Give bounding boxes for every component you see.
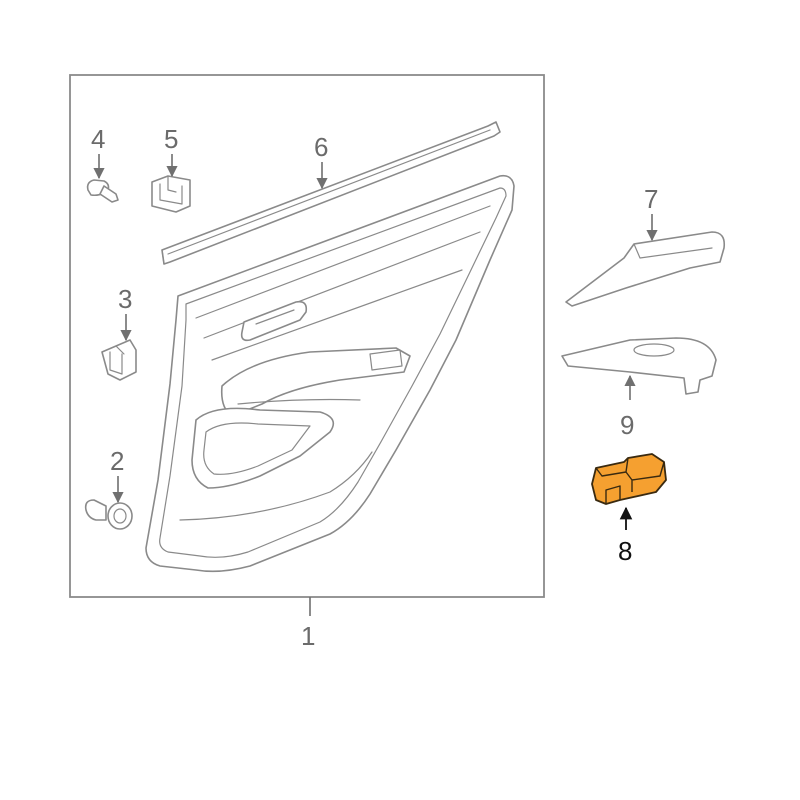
part-6-weatherstrip-icon <box>161 121 501 265</box>
part-4-clip-icon <box>86 179 119 203</box>
door-trim-panel <box>145 174 515 573</box>
callout-6-label: 6 <box>314 132 328 162</box>
callout-3-label: 3 <box>118 284 132 314</box>
callout-5-label: 5 <box>164 124 178 154</box>
part-9-trim-cover-icon <box>561 337 717 395</box>
callout-7-label: 7 <box>644 184 658 214</box>
part-8-spacer-block-icon <box>591 453 667 505</box>
assembly-frame <box>69 74 545 598</box>
part-2-screw-icon <box>84 499 133 530</box>
callout-1-label: 1 <box>301 621 315 651</box>
callout-4-label: 4 <box>91 124 105 154</box>
part-3-clip-icon <box>101 339 137 381</box>
callout-9-label: 9 <box>620 410 634 440</box>
part-5-bracket-icon <box>151 175 191 213</box>
callout-8-label: 8 <box>618 536 632 566</box>
callout-2-label: 2 <box>110 446 124 476</box>
part-7-trim-cover-icon <box>565 231 726 307</box>
